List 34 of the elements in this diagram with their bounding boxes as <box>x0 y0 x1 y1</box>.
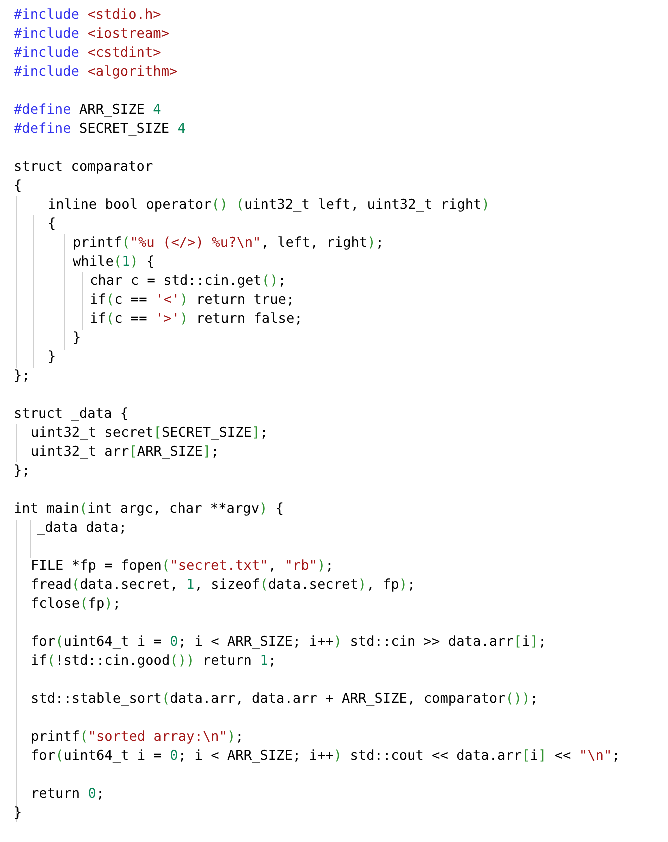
code-line: struct comparator <box>14 158 154 177</box>
code-line: while(1) { <box>73 253 155 272</box>
code-line: #include <cstdint> <box>14 44 162 63</box>
code-line: std::stable_sort(data.arr, data.arr + ARR_SIZE, comparator()); <box>31 690 538 709</box>
code-line: _data data; <box>37 519 128 538</box>
code-line: fclose(fp); <box>31 595 122 614</box>
code-line: }; <box>14 367 30 386</box>
code-line: #define SECRET_SIZE 4 <box>14 120 186 139</box>
code-line: inline bool operator() (uint32_t left, uint32_t right) <box>48 196 490 215</box>
code-line: if(c == '<') return true; <box>90 291 295 310</box>
code-line: } <box>73 329 82 348</box>
code-line: if(!std::cin.good()) return 1; <box>31 652 277 671</box>
code-line: if(c == '>') return false; <box>90 310 303 329</box>
code-line: char c = std::cin.get(); <box>90 272 286 291</box>
code-line: FILE *fp = fopen("secret.txt", "rb"); <box>31 557 334 576</box>
code-line: #include <algorithm> <box>14 63 178 82</box>
code-line: #define ARR_SIZE 4 <box>14 101 162 120</box>
code-line: printf("%u (</>) %u?\n", left, right); <box>73 234 384 253</box>
code-line: #include <stdio.h> <box>14 6 162 25</box>
code-line: }; <box>14 462 30 481</box>
code-line: } <box>14 804 22 823</box>
code-line: #include <iostream> <box>14 25 170 44</box>
code-line: int main(int argc, char **argv) { <box>14 500 284 519</box>
code-line: { <box>48 215 56 234</box>
code-line: } <box>48 348 56 367</box>
code-line: return 0; <box>31 785 105 804</box>
code-line: fread(data.secret, 1, sizeof(data.secret), fp); <box>31 576 416 595</box>
code-line: uint32_t arr[ARR_SIZE]; <box>31 443 220 462</box>
code-line: for(uint64_t i = 0; i < ARR_SIZE; i++) std::cout << data.arr[i] << "\n"; <box>31 747 620 766</box>
code-line: printf("sorted array:\n"); <box>31 728 244 747</box>
code-line: struct _data { <box>14 405 129 424</box>
code-line: uint32_t secret[SECRET_SIZE]; <box>31 424 268 443</box>
code-line: { <box>14 177 22 196</box>
code-line: for(uint64_t i = 0; i < ARR_SIZE; i++) std::cin >> data.arr[i]; <box>31 633 547 652</box>
